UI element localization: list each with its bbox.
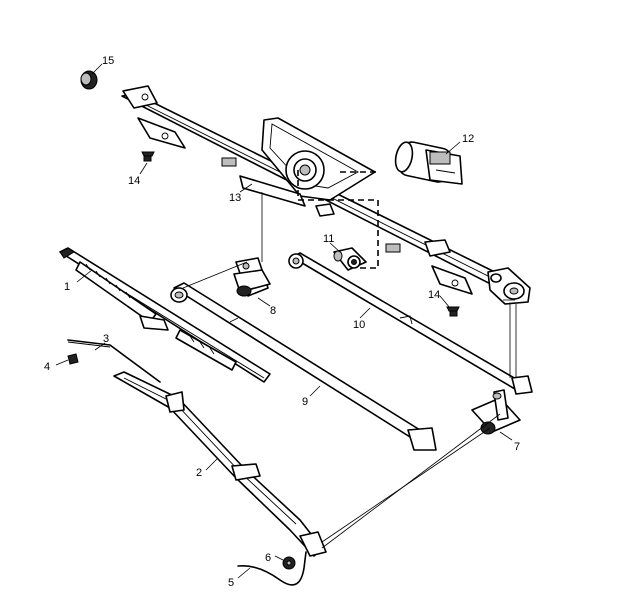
assembly-lines bbox=[182, 192, 517, 549]
callout-10: 10 bbox=[353, 319, 365, 331]
bolt-part-14-left bbox=[141, 151, 155, 162]
wiper-blade-part-1 bbox=[59, 247, 271, 383]
motor-part-12 bbox=[394, 141, 463, 185]
pivot-bracket-part-8 bbox=[233, 257, 271, 297]
callout-14-right: 14 bbox=[428, 289, 440, 301]
frame-part-13 bbox=[121, 85, 531, 305]
callout-labels: 15 1 2 3 4 5 6 7 8 9 10 11 12 13 14 14 bbox=[44, 55, 520, 589]
drive-link-part-9 bbox=[170, 282, 437, 451]
hose-part-3 bbox=[67, 339, 161, 383]
callout-3: 3 bbox=[103, 333, 109, 345]
callout-leaders bbox=[55, 63, 513, 579]
dashed-assembly-line bbox=[297, 170, 379, 269]
crank-part-11 bbox=[333, 247, 367, 271]
callout-14-left: 14 bbox=[128, 175, 140, 187]
grommet-part-15 bbox=[80, 70, 98, 90]
callout-11: 11 bbox=[323, 233, 334, 245]
callout-7: 7 bbox=[514, 441, 520, 453]
nut-part-6 bbox=[282, 556, 296, 570]
bolt-part-14-right bbox=[446, 306, 460, 317]
pivot-bracket-part-7 bbox=[471, 389, 521, 435]
callout-12: 12 bbox=[462, 133, 474, 145]
callout-4: 4 bbox=[44, 361, 50, 373]
wiper-arm-part-2 bbox=[113, 371, 327, 557]
clip-part-4 bbox=[67, 353, 79, 365]
callout-15: 15 bbox=[102, 55, 114, 67]
washer-tube-part-5 bbox=[237, 551, 307, 586]
callout-9: 9 bbox=[302, 396, 308, 408]
callout-8: 8 bbox=[270, 305, 276, 317]
callout-2: 2 bbox=[196, 467, 202, 479]
callout-13: 13 bbox=[229, 192, 241, 204]
callout-5: 5 bbox=[228, 577, 234, 589]
callout-1: 1 bbox=[64, 281, 70, 293]
callout-6: 6 bbox=[265, 552, 271, 564]
link-rod-part-10 bbox=[288, 252, 533, 395]
